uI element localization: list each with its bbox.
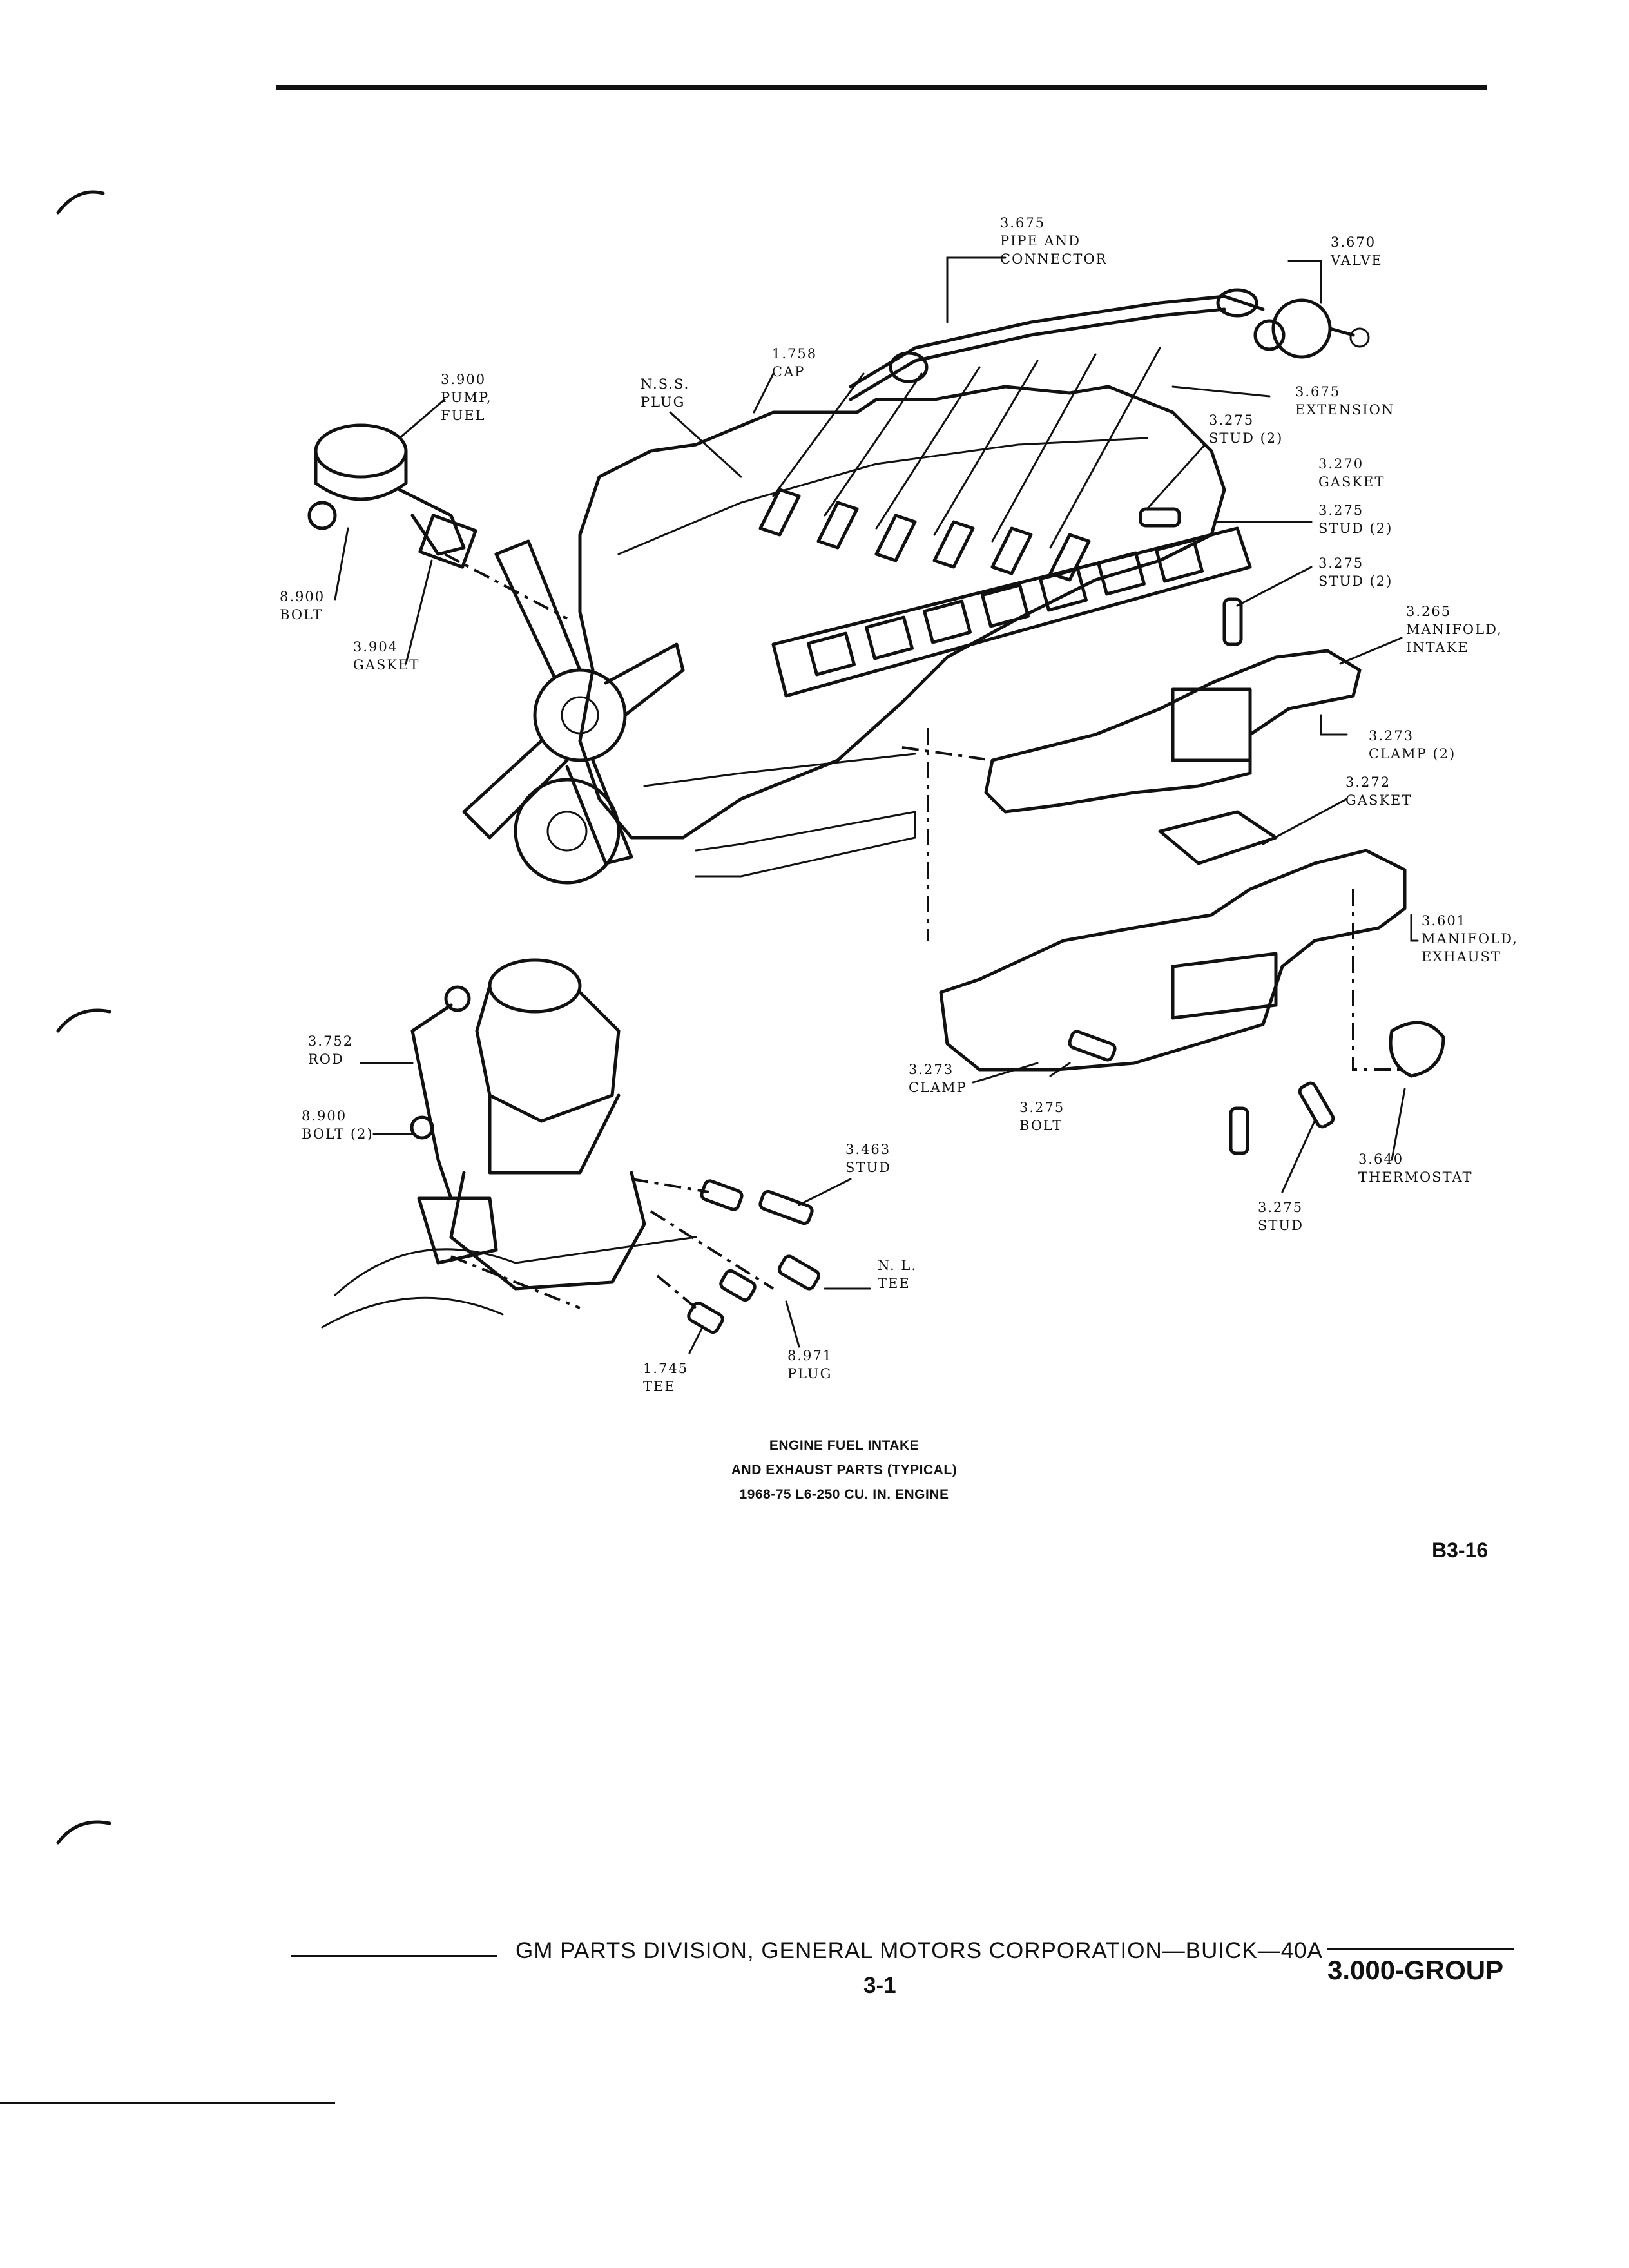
- callout-bolt-8900: 8.900 BOLT: [280, 589, 325, 622]
- figure-caption: ENGINE FUEL INTAKE AND EXHAUST PARTS (TY…: [644, 1434, 1044, 1507]
- callout-nl-tee: N. L. TEE: [878, 1258, 918, 1291]
- callout-pump-fuel: 3.900 PUMP, FUEL: [441, 372, 492, 423]
- callout-bolt-275: 3.275 BOLT: [1019, 1100, 1065, 1133]
- carburetor-body: [475, 984, 621, 1123]
- bottom-edge-line: [0, 2102, 335, 2104]
- callout-clamp: 3.273 CLAMP: [909, 1062, 967, 1095]
- fittings: [687, 1179, 821, 1334]
- callout-gasket-904: 3.904 GASKET: [353, 639, 420, 673]
- intake-manifold: [984, 649, 1362, 814]
- leader-lines: [334, 256, 1419, 1354]
- callout-plug: 8.971 PLUG: [787, 1348, 833, 1381]
- callout-gasket-272: 3.272 GASKET: [1345, 774, 1412, 808]
- fan-blade: [604, 642, 685, 717]
- manifold-gasket: [771, 526, 1252, 698]
- footer-rule-left: [291, 1955, 497, 1957]
- exhaust-stud: [1229, 1106, 1249, 1155]
- callout-bolt-2: 8.900 BOLT (2): [302, 1108, 374, 1142]
- fuel-lines: [772, 347, 1161, 549]
- page-number: 3-1: [863, 1973, 896, 1998]
- callout-stud-top: 3.275 STUD (2): [1209, 412, 1284, 446]
- margin-mark: [56, 190, 105, 215]
- thermostat-shape: [1389, 1021, 1445, 1078]
- exhaust-manifold: [939, 849, 1407, 1072]
- group-label: 3.000-GROUP: [1327, 1955, 1504, 1985]
- carburetor-base: [449, 1171, 646, 1291]
- margin-mark: [56, 1820, 111, 1845]
- throttle-rod: [410, 1003, 453, 1200]
- fan-hub: [533, 668, 627, 762]
- caption-line-2: AND EXHAUST PARTS (TYPICAL): [731, 1463, 958, 1477]
- callout-gasket-270: 3.270 GASKET: [1318, 456, 1385, 490]
- fan-blade: [494, 539, 582, 678]
- callout-manifold-exhaust: 3.601 MANIFOLD, EXHAUST: [1422, 913, 1518, 965]
- stud: [1222, 597, 1243, 646]
- callout-stud-2b: 3.275 STUD (2): [1318, 555, 1393, 589]
- callout-pipe-and-connector: 3.675 PIPE AND CONNECTOR: [1000, 215, 1108, 267]
- header-rule: [276, 85, 1487, 90]
- exhaust-bolt: [1068, 1030, 1117, 1062]
- fuel-pump-gasket: [418, 514, 477, 569]
- callout-rod: 3.752 ROD: [308, 1033, 354, 1067]
- injector-nozzles: [758, 488, 1091, 582]
- callout-manifold-intake: 3.265 MANIFOLD, INTAKE: [1406, 604, 1503, 655]
- pulley: [514, 778, 621, 885]
- footer-rule-right: [1327, 1948, 1514, 1950]
- callout-extension: 3.675 EXTENSION: [1295, 384, 1395, 418]
- stud: [1139, 507, 1181, 528]
- callout-tee: 1.745 TEE: [643, 1361, 689, 1394]
- callout-thermostat: 3.640 THERMOSTAT: [1358, 1151, 1473, 1185]
- fuel-pump-body: [314, 423, 408, 479]
- caption-line-3: 1968-75 L6-250 CU. IN. ENGINE: [739, 1487, 949, 1502]
- callout-stud-bottom: 3.275 STUD: [1258, 1200, 1304, 1233]
- callout-stud-463: 3.463 STUD: [845, 1142, 891, 1175]
- callout-nss-plug: N.S.S. PLUG: [641, 376, 690, 410]
- footer-publisher: GM PARTS DIVISION, GENERAL MOTORS CORPOR…: [516, 1938, 1323, 1963]
- figure-code: B3-16: [1432, 1539, 1489, 1562]
- callout-cap: 1.758 CAP: [772, 346, 818, 380]
- caption-line-1: ENGINE FUEL INTAKE: [769, 1438, 920, 1453]
- exhaust-stud: [1298, 1081, 1335, 1129]
- callout-valve: 3.670 VALVE: [1331, 235, 1383, 268]
- margin-mark: [56, 1008, 111, 1033]
- gasket-272-shape: [1158, 810, 1278, 865]
- fuel-pipe: [849, 294, 1265, 389]
- carburetor-top: [488, 958, 582, 1014]
- callout-stud-2a: 3.275 STUD (2): [1318, 503, 1393, 536]
- callout-clamp-2: 3.273 CLAMP (2): [1369, 728, 1456, 762]
